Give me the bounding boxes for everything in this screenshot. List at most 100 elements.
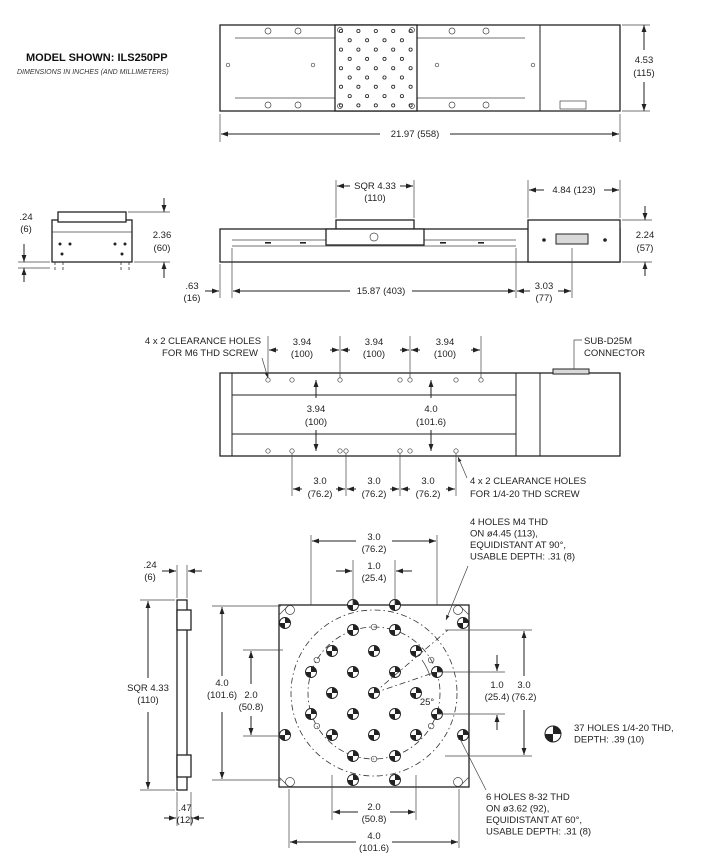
note-line: 6 HOLES 8-32 THD: [486, 792, 570, 803]
left-offset-dim: .63: [185, 281, 198, 292]
tapped-hole: [338, 84, 343, 89]
832-hole: [428, 722, 435, 730]
832-bolt-circle: [307, 626, 441, 760]
pitch-dim-1: 3.94: [293, 337, 312, 348]
top-view: 4.53 (115) 21.97 (558): [219, 24, 655, 142]
bot-4-dim: 4.0: [367, 831, 380, 842]
tapped-hole: [347, 75, 352, 80]
tapped-hole: [391, 28, 396, 33]
tapped-hole: [410, 729, 422, 741]
tapped-hole: [373, 28, 378, 33]
end-offset-dim: .24: [19, 212, 32, 223]
side-height-dim: 2.24: [636, 230, 655, 241]
tapped-hole: [368, 729, 380, 741]
carriage-side-view: .24 (6) SQR 4.33 (110) .47 (12): [127, 560, 204, 826]
tapped-hole: [347, 624, 359, 636]
pitch-dim-3: 3.94: [436, 337, 455, 348]
screw-head: [294, 27, 302, 35]
tapped-hole: [326, 729, 338, 741]
logo-icon: [369, 232, 379, 242]
tapped-hole: [365, 94, 370, 99]
carriage-sqr-dim: SQR 4.33: [127, 683, 169, 694]
right-3-dim: 3.0: [517, 680, 530, 691]
tapped-hole: [382, 56, 387, 61]
connector-label: SUB-D25M: [584, 336, 632, 347]
832-hole: [370, 755, 378, 763]
right-1-dim: 1.0: [490, 680, 503, 691]
end-height-dim-mm: (60): [154, 243, 171, 254]
right-1-dim-mm: (25.4): [485, 692, 510, 703]
tapped-hole: [347, 56, 352, 61]
tapped-hole: [373, 103, 378, 108]
m4-hole: [285, 777, 295, 787]
tapped-hole: [373, 66, 378, 71]
plate-thickness-dim-mm: (6): [144, 572, 156, 583]
pitch-dim-3-mm: (100): [434, 349, 456, 360]
tapped-hole: [457, 729, 469, 741]
tapped-hole: [347, 94, 352, 99]
screw-head: [448, 101, 456, 109]
note-line: USABLE DEPTH: .31 (8): [486, 827, 591, 838]
tapped-hole: [347, 38, 352, 43]
right-offset-dim-mm: (77): [536, 293, 553, 304]
tapped-hole: [389, 708, 401, 720]
tapped-hole: [338, 66, 343, 71]
left-2-dim: 2.0: [244, 690, 257, 701]
top-3-dim: 3.0: [367, 532, 380, 543]
screw-head: [482, 101, 490, 109]
left-2-dim-mm: (50.8): [239, 702, 264, 713]
tapped-hole: [356, 66, 361, 71]
tapped-hole: [347, 750, 359, 762]
connector-bottom: [552, 368, 590, 375]
bot-2-dim: 2.0: [367, 802, 380, 813]
m6-holes-label-2: FOR M6 THD SCREW: [162, 348, 258, 359]
note-line: 4 HOLES M4 THD: [470, 517, 548, 528]
tapped-hole: [410, 687, 422, 699]
screw-head: [264, 101, 272, 109]
pitch-dim-2-mm: (100): [363, 349, 385, 360]
pitch2-dim-3-mm: (76.2): [416, 489, 441, 500]
angle-label: 25°: [420, 697, 435, 708]
corner-hole: [337, 27, 343, 33]
pitch2-dim-3: 3.0: [421, 476, 434, 487]
sub-d-connector: [555, 233, 589, 245]
tapped-hole: [408, 47, 413, 52]
832-hole: [313, 656, 320, 664]
tapped-hole: [368, 645, 380, 657]
mount-hole: [337, 448, 343, 454]
tapped-hole: [347, 774, 359, 786]
note-line: EQUIDISTANT AT 60°,: [486, 815, 582, 826]
height-dim-mm: (115): [633, 68, 654, 79]
m4-bolt-circle: [290, 609, 458, 777]
mount-hole: [407, 448, 413, 454]
tapped-hole: [389, 624, 401, 636]
tapped-hole: [410, 645, 422, 657]
screw-head: [310, 62, 316, 68]
tapped-hole: [391, 103, 396, 108]
tapped-hole: [356, 84, 361, 89]
left-offset-dim-mm: (16): [184, 293, 201, 304]
screw-head: [530, 62, 536, 68]
m4-hole: [453, 777, 463, 787]
note-line: ON ø4.45 (113),: [470, 529, 538, 540]
carriage-hole-pattern: [337, 27, 415, 109]
tapped-hole: [373, 47, 378, 52]
end-offset-dim-mm: (6): [20, 224, 32, 235]
base-thickness-dim-mm: (12): [177, 815, 194, 826]
tapped-holes-note: 37 HOLES 1/4-20 THD,DEPTH: .39 (10): [574, 723, 674, 746]
screw-head: [294, 101, 302, 109]
tapped-hole: [399, 38, 404, 43]
legend-hole-symbol: [544, 725, 562, 743]
tapped-hole: [365, 56, 370, 61]
pitch2-dim-2-mm: (76.2): [362, 489, 387, 500]
vertical-dim-left-mm: (100): [305, 417, 327, 428]
pitch2-dim-1: 3.0: [313, 476, 326, 487]
tapped-hole: [382, 94, 387, 99]
imperial-holes-label-2: FOR 1/4-20 THD SCREW: [470, 489, 580, 500]
carriage-plate-side: [176, 599, 188, 791]
bot-2-dim-mm: (50.8): [362, 814, 387, 825]
right-3-dim-mm: (76.2): [512, 692, 537, 703]
vertical-dim-right-mm: (101.6): [416, 417, 446, 428]
vertical-dim-left: 3.94: [307, 404, 326, 415]
